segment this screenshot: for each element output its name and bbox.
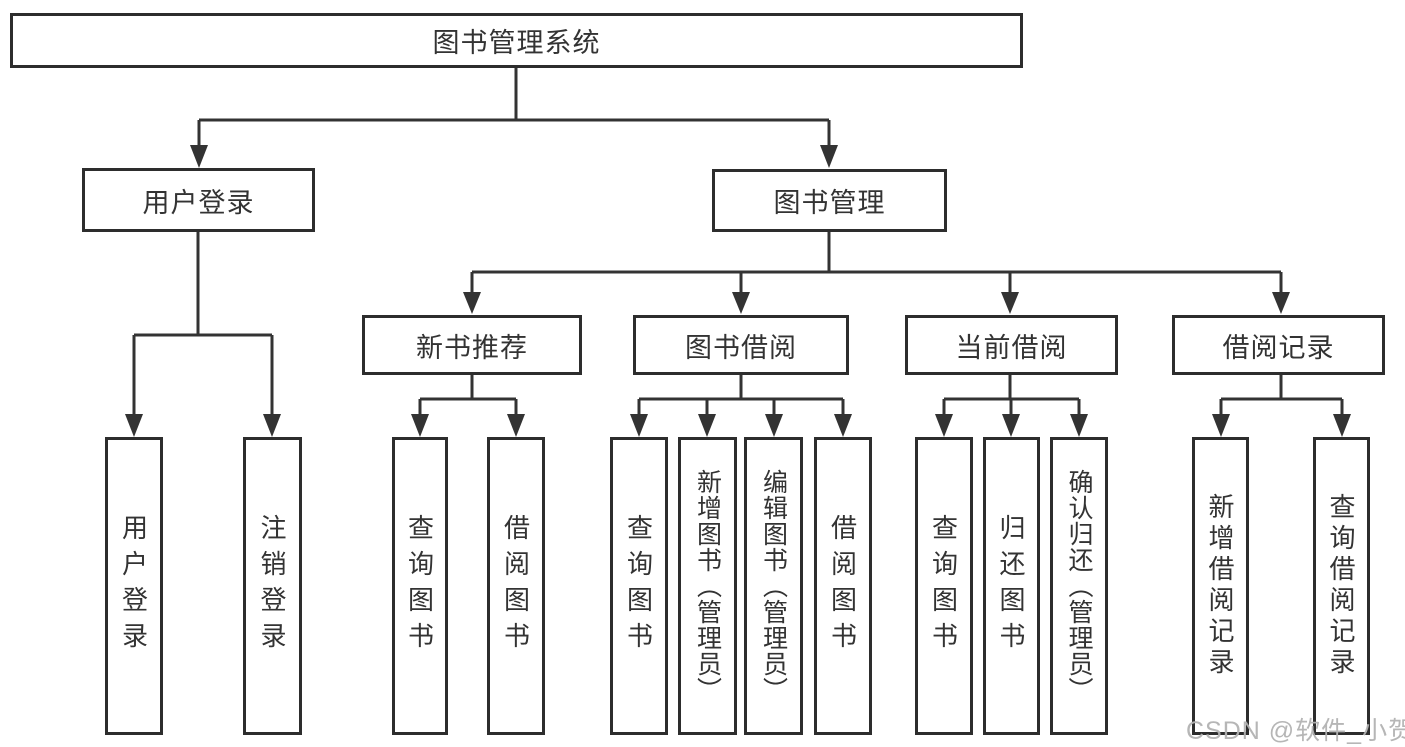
leaf-logout: 注销登录 xyxy=(243,437,302,735)
leaf-query-books-recommend: 查询图书 xyxy=(392,437,448,735)
leaf-return-books: 归还图书 xyxy=(983,437,1040,735)
leaf-user-login: 用户登录 xyxy=(105,437,163,735)
node-book-borrow: 图书借阅 xyxy=(633,315,849,375)
leaf-query-borrow-record: 查询借阅记录 xyxy=(1313,437,1370,735)
node-new-book-recommend: 新书推荐 xyxy=(362,315,582,375)
leaf-query-books-borrow: 查询图书 xyxy=(610,437,668,735)
leaf-edit-books-admin: 编辑图书（管理员） xyxy=(744,437,803,735)
node-root: 图书管理系统 xyxy=(10,13,1023,68)
leaf-query-books-current: 查询图书 xyxy=(915,437,973,735)
node-current-borrow: 当前借阅 xyxy=(905,315,1118,375)
arrowheads xyxy=(125,145,1351,437)
watermark: CSDN @软件_小贺同学 xyxy=(1186,717,1405,745)
node-book-management: 图书管理 xyxy=(712,169,947,232)
leaf-borrow-books: 借阅图书 xyxy=(814,437,872,735)
node-user-login: 用户登录 xyxy=(82,168,315,232)
leaf-add-books-admin: 新增图书（管理员） xyxy=(678,437,737,735)
leaf-borrow-books-recommend: 借阅图书 xyxy=(487,437,545,735)
node-borrow-records: 借阅记录 xyxy=(1172,315,1385,375)
leaf-add-borrow-record: 新增借阅记录 xyxy=(1192,437,1249,735)
leaf-confirm-return-admin: 确认归还（管理员） xyxy=(1050,437,1108,735)
